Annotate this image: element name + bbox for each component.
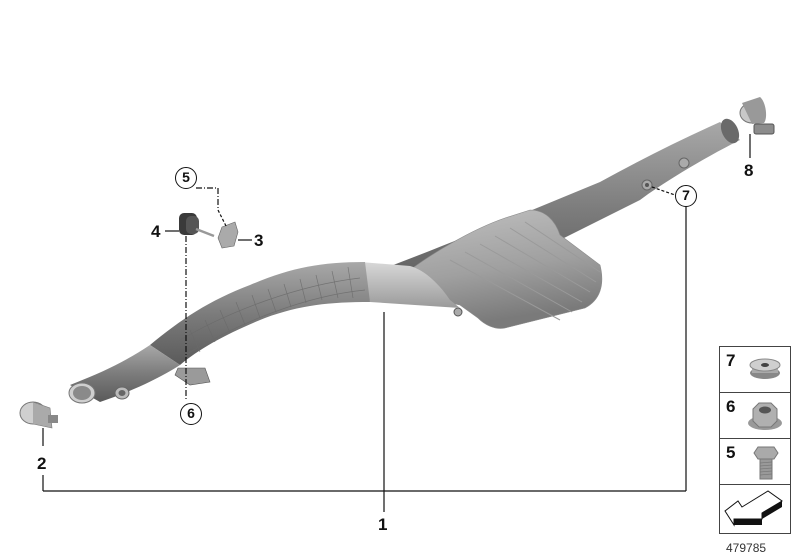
callout-3[interactable]: 3 [254, 231, 264, 250]
callout-7[interactable]: 7 [675, 185, 697, 207]
leader-lines [42, 134, 751, 512]
plug-icon [749, 358, 781, 379]
callout-8[interactable]: 8 [744, 161, 754, 180]
front-pipe-heat-shield [150, 262, 370, 365]
diagram-id: 479785 [726, 541, 767, 555]
front-clamp [19, 401, 58, 429]
legend-number: 6 [726, 397, 736, 416]
hex-nut-icon [748, 402, 782, 430]
rear-clamp [739, 97, 775, 135]
legend-direction [719, 484, 791, 534]
legend-number: 5 [726, 443, 736, 462]
transition-cone [360, 262, 460, 308]
hex-bolt-icon [753, 446, 779, 480]
callout-4[interactable]: 4 [151, 222, 161, 241]
pipe-bracket [174, 367, 211, 386]
front-inlet-pipe [68, 345, 180, 404]
mounting-bracket [217, 221, 239, 249]
rubber-mount [179, 213, 199, 235]
legend-item-7[interactable]: 7 [719, 346, 791, 393]
legend-item-6[interactable]: 6 [719, 392, 791, 439]
callout-1[interactable]: 1 [378, 515, 388, 534]
legend-number: 7 [726, 351, 736, 370]
legend-item-5[interactable]: 5 [719, 438, 791, 485]
callout-6[interactable]: 6 [180, 403, 202, 425]
direction-arrow-icon [724, 490, 783, 527]
callout-5[interactable]: 5 [175, 167, 197, 189]
fastener-legend: 7 6 5 [719, 346, 791, 534]
mount-pin [195, 227, 215, 238]
callout-2[interactable]: 2 [37, 454, 47, 473]
